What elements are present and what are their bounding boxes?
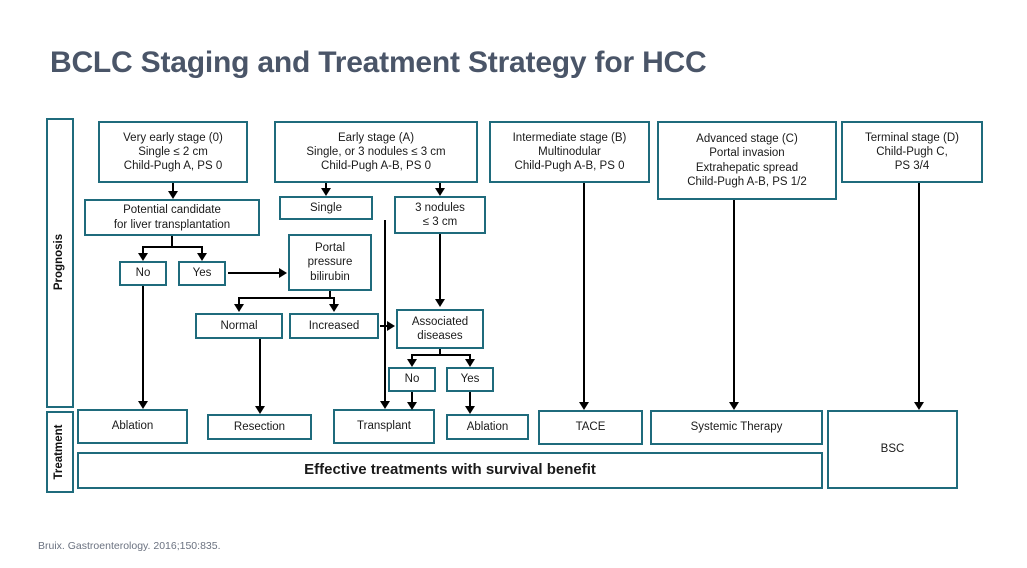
connector-single-to-transplant <box>384 220 386 402</box>
arrow-normal-to-resection <box>255 406 265 414</box>
connector-stageA-to-three-nodules <box>439 183 441 189</box>
node-portal-pressure-bilirubin[interactable]: Portal pressure bilirubin <box>288 234 372 291</box>
treatment-box-ablation-1[interactable]: Ablation <box>77 409 188 444</box>
arrow-stageC-to-systemic <box>729 402 739 410</box>
arrow-portal-to-normal <box>234 304 244 312</box>
connector-three-nodules-to-associated <box>439 234 441 300</box>
rail-treatment <box>46 411 74 493</box>
connector-no-to-ablation1 <box>142 286 144 402</box>
arrow-stageD-to-bsc <box>914 402 924 410</box>
treatment-box-systemic-therapy[interactable]: Systemic Therapy <box>650 410 823 445</box>
connector-candidate-to-no <box>142 246 144 254</box>
connector-portal-to-normal <box>238 297 240 305</box>
connector-associated-to-yes <box>469 354 471 360</box>
arrow-stage0-to-candidate <box>168 191 178 199</box>
arrow-associated-to-yes <box>465 359 475 367</box>
treatment-box-resection[interactable]: Resection <box>207 414 312 440</box>
arrow-candidate-to-yes <box>197 253 207 261</box>
node-associated-no[interactable]: No <box>388 367 436 392</box>
arrow-three-nodules-to-associated <box>435 299 445 307</box>
page-title: BCLC Staging and Treatment Strategy for … <box>50 46 707 79</box>
connector-associated-yes-to-ablation2 <box>469 392 471 406</box>
connector-candidate-fork-bar <box>142 246 202 248</box>
arrow-stageA-to-three-nodules <box>435 188 445 196</box>
connector-stageD-to-bsc <box>918 183 920 403</box>
treatment-box-ablation-2[interactable]: Ablation <box>446 414 529 440</box>
citation-text: Bruix. Gastroenterology. 2016;150:835. <box>38 540 221 552</box>
connector-stageA-to-single <box>325 183 327 189</box>
connector-associated-stem <box>439 349 441 356</box>
connector-associated-to-no <box>411 354 413 360</box>
node-associated-yes[interactable]: Yes <box>446 367 494 392</box>
rail-prognosis <box>46 118 74 408</box>
arrow-candidate-to-no <box>138 253 148 261</box>
arrow-portal-to-increased <box>329 304 339 312</box>
arrow-yes-to-portal <box>279 268 287 278</box>
treatment-box-transplant[interactable]: Transplant <box>333 409 435 444</box>
connector-yes-to-portal <box>228 272 280 274</box>
node-increased[interactable]: Increased <box>289 313 379 339</box>
node-three-nodules[interactable]: 3 nodules ≤ 3 cm <box>394 196 486 234</box>
arrow-associated-yes-to-ablation2 <box>465 406 475 414</box>
stage-box-terminal[interactable]: Terminal stage (D) Child-Pugh C, PS 3/4 <box>841 121 983 183</box>
stage-box-intermediate[interactable]: Intermediate stage (B) Multinodular Chil… <box>489 121 650 183</box>
node-associated-diseases[interactable]: Associated diseases <box>396 309 484 349</box>
connector-normal-to-resection <box>259 339 261 407</box>
stage-box-very-early[interactable]: Very early stage (0) Single ≤ 2 cm Child… <box>98 121 248 183</box>
connector-candidate-to-yes <box>201 246 203 254</box>
stage-box-advanced[interactable]: Advanced stage (C) Portal invasion Extra… <box>657 121 837 200</box>
connector-portal-fork-bar <box>238 297 334 299</box>
stage-box-early[interactable]: Early stage (A) Single, or 3 nodules ≤ 3… <box>274 121 478 183</box>
rail-prognosis-label: Prognosis <box>53 233 65 291</box>
arrow-increased-to-associated <box>387 321 395 331</box>
connector-portal-stem <box>329 291 331 299</box>
treatment-box-tace[interactable]: TACE <box>538 410 643 445</box>
node-candidate-no[interactable]: No <box>119 261 167 286</box>
rail-treatment-label: Treatment <box>53 424 65 480</box>
arrow-stageB-to-tace <box>579 402 589 410</box>
connector-associated-fork-bar <box>411 354 470 356</box>
arrow-associated-to-no <box>407 359 417 367</box>
node-potential-candidate[interactable]: Potential candidate for liver transplant… <box>84 199 260 236</box>
node-single[interactable]: Single <box>279 196 373 220</box>
connector-stageC-to-systemic <box>733 200 735 403</box>
connector-stage0-to-candidate <box>172 183 174 192</box>
treatment-box-bsc[interactable]: BSC <box>827 410 958 489</box>
arrow-single-to-transplant <box>380 401 390 409</box>
effective-treatments-banner: Effective treatments with survival benef… <box>77 452 823 489</box>
arrow-associated-no-to-transplant <box>407 402 417 410</box>
connector-associated-no-to-transplant <box>411 392 413 404</box>
connector-candidate-stem <box>171 236 173 248</box>
node-normal[interactable]: Normal <box>195 313 283 339</box>
node-candidate-yes[interactable]: Yes <box>178 261 226 286</box>
connector-portal-to-increased <box>333 297 335 305</box>
arrow-stageA-to-single <box>321 188 331 196</box>
connector-stageB-to-tace <box>583 183 585 403</box>
arrow-no-to-ablation1 <box>138 401 148 409</box>
